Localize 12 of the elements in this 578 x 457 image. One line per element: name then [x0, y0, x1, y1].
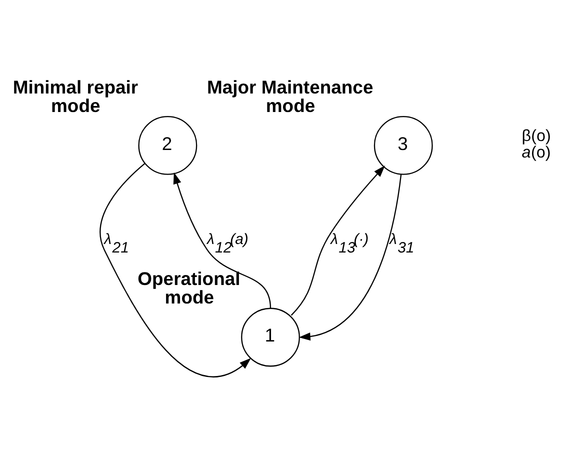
arrow	[173, 172, 272, 308]
node-label: a(o)	[522, 143, 551, 162]
node-circle: 1	[241, 308, 300, 367]
node-circle: 3	[374, 116, 433, 175]
arrow	[298, 174, 402, 341]
arrow	[100, 163, 252, 378]
node-label: Major Maintenance mode	[206, 76, 374, 116]
node-label: Operational mode	[138, 268, 240, 308]
node-circle: 2	[138, 116, 198, 175]
node-label: Minimal repair mode	[12, 76, 138, 116]
node-label: β(o)	[522, 127, 551, 146]
arrow	[290, 166, 386, 316]
